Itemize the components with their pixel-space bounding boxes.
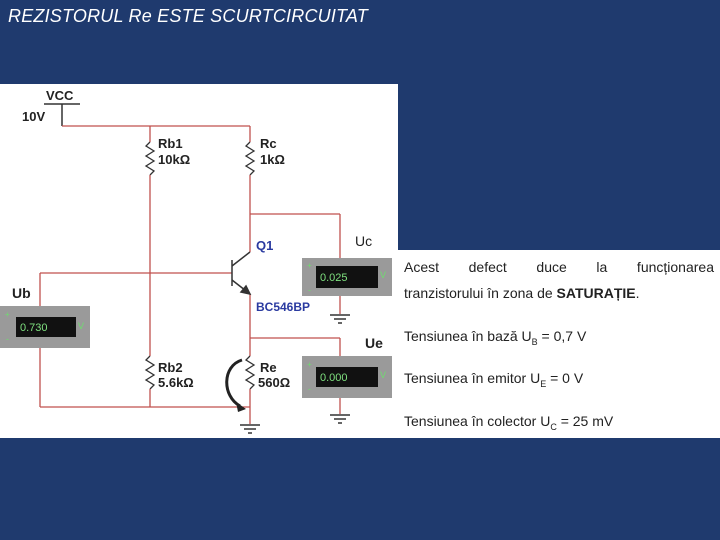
- transistor-symbol: [231, 251, 252, 296]
- re-label: Re: [260, 360, 277, 375]
- base-voltage-line: Tensiunea în bază UB = 0,7 V: [404, 328, 586, 347]
- uc-label: Uc: [355, 233, 372, 249]
- vcc-label: VCC: [46, 88, 74, 103]
- collector-voltage-line: Tensiunea în colector UC = 25 mV: [404, 413, 613, 432]
- short-circuit-arrowhead: [236, 402, 246, 412]
- rb1-label: Rb1: [158, 136, 183, 151]
- uc-plus: +: [307, 261, 312, 270]
- emitter-voltage-line: Tensiunea în emitor UE = 0 V: [404, 370, 583, 389]
- ub-plus: +: [5, 310, 10, 319]
- base-voltage-label: Tensiunea în bază U: [404, 328, 532, 344]
- ue-unit: V: [380, 370, 386, 380]
- circuit-schematic: VCC 10V Rb1 10kΩ Rc 1kΩ Q1 BC546BP Rb2 5…: [0, 84, 398, 438]
- uc-reading: 0.025: [320, 272, 348, 284]
- rb2-value: 5.6kΩ: [158, 375, 194, 390]
- ub-label: Ub: [12, 285, 31, 301]
- re-value: 560Ω: [258, 375, 290, 390]
- slide-title: REZISTORUL Re ESTE SCURTCIRCUITAT: [8, 6, 368, 26]
- q1-label: Q1: [256, 238, 273, 253]
- ub-voltmeter: 0.730 V + -: [0, 306, 90, 348]
- ub-reading: 0.730: [20, 322, 48, 334]
- q1-model: BC546BP: [256, 300, 310, 314]
- circuit-svg: VCC 10V Rb1 10kΩ Rc 1kΩ Q1 BC546BP Rb2 5…: [0, 88, 392, 434]
- re-resistor: [244, 355, 256, 390]
- explanation-line2-end: .: [635, 285, 640, 301]
- emitter-voltage-value: = 0 V: [546, 370, 584, 386]
- uc-minus: -: [308, 285, 311, 295]
- rb2-resistor: [144, 355, 156, 390]
- explanation-panel: Acest defect duce la funcționarea tranzi…: [398, 250, 720, 438]
- vcc-value: 10V: [22, 109, 45, 124]
- rb1-resistor: [144, 141, 156, 176]
- short-circuit-arrow: [225, 358, 243, 408]
- ground-symbols: [240, 314, 350, 434]
- base-voltage-subscript: B: [531, 336, 538, 347]
- ub-unit: V: [78, 321, 84, 331]
- explanation-line2-text: tranzistorului în zona de: [404, 285, 557, 301]
- ue-reading: 0.000: [320, 372, 348, 384]
- rc-label: Rc: [260, 136, 277, 151]
- collector-voltage-value: = 25 mV: [556, 413, 614, 429]
- rc-value: 1kΩ: [260, 152, 285, 167]
- rc-resistor: [244, 141, 256, 176]
- base-voltage-value: = 0,7 V: [537, 328, 587, 344]
- ue-plus: +: [307, 360, 312, 369]
- ue-minus: -: [308, 384, 311, 394]
- emitter-voltage-subscript: E: [540, 378, 547, 389]
- ue-voltmeter: 0.000 V + -: [302, 356, 392, 398]
- explanation-line1: Acest defect duce la funcționarea: [404, 259, 714, 275]
- uc-voltmeter: 0.025 V + -: [302, 258, 392, 296]
- collector-voltage-label: Tensiunea în colector U: [404, 413, 551, 429]
- collector-voltage-subscript: C: [550, 421, 557, 432]
- ue-label: Ue: [365, 335, 383, 351]
- emitter-voltage-label: Tensiunea în emitor U: [404, 370, 541, 386]
- uc-unit: V: [380, 270, 386, 280]
- saturation-keyword: SATURAȚIE: [556, 285, 636, 301]
- explanation-line2: tranzistorului în zona de SATURAȚIE.: [404, 285, 640, 301]
- rb1-value: 10kΩ: [158, 152, 190, 167]
- rb2-label: Rb2: [158, 360, 183, 375]
- ub-minus: -: [6, 334, 9, 344]
